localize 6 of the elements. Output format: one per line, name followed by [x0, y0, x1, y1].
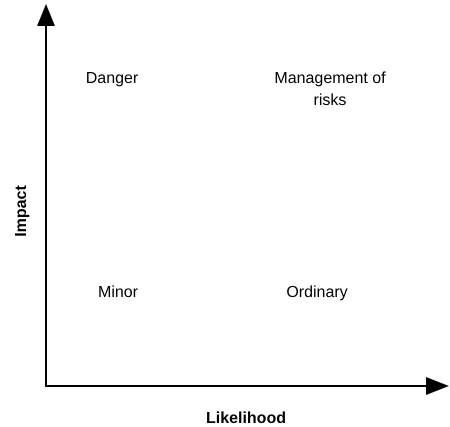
quadrant-label: Danger	[84, 69, 140, 89]
quadrant-label: Minor	[96, 283, 139, 303]
axis-title: Impact	[12, 184, 31, 239]
axis-title: Likelihood	[205, 409, 287, 427]
quadrant-label: Ordinary	[285, 283, 349, 303]
quadrant-label: Management of risks	[273, 69, 387, 111]
